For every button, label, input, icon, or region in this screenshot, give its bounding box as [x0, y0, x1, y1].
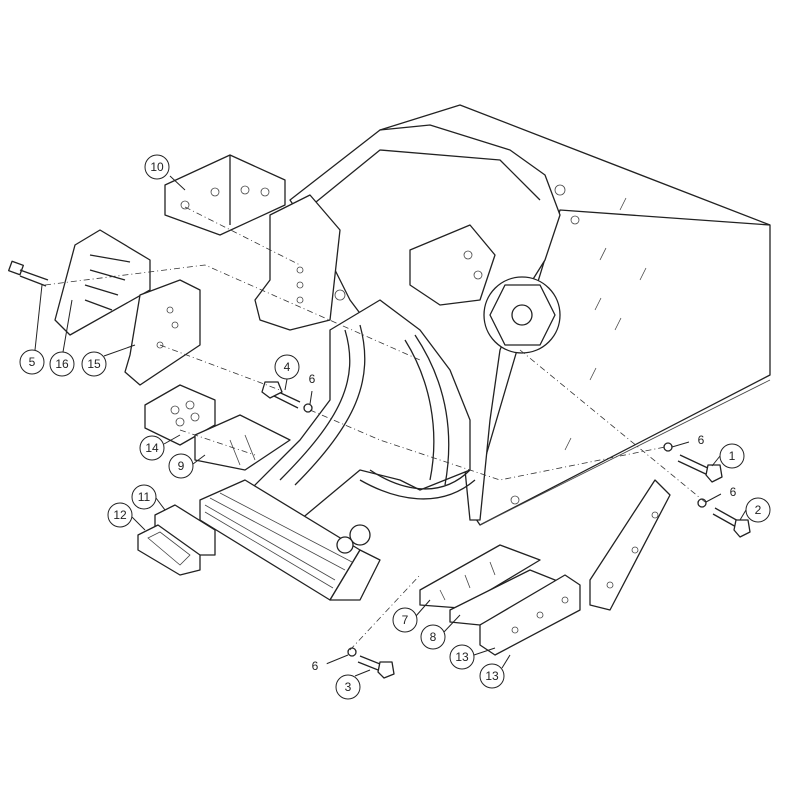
callout-circle	[144, 154, 170, 180]
callout-circle	[303, 654, 327, 678]
callout-6: 6	[300, 367, 324, 391]
callout-label: 6	[312, 659, 319, 673]
callout-10: 10	[144, 154, 170, 180]
part-16-plate	[54, 229, 151, 336]
callout-6: 6	[689, 428, 713, 452]
callout-label: 13	[485, 669, 499, 683]
callout-12: 12	[107, 502, 133, 528]
callout-label: 11	[138, 490, 151, 504]
callout-16: 16	[49, 351, 75, 377]
part-9-liner	[194, 414, 291, 471]
callout-circle	[300, 367, 324, 391]
callout-label: 12	[113, 508, 127, 522]
callout-label: 6	[698, 433, 705, 447]
part-14-block	[144, 384, 216, 446]
part-7-liner	[419, 544, 541, 609]
callout-circle	[139, 435, 165, 461]
callout-7: 7	[392, 607, 418, 633]
callout-circle	[131, 484, 157, 510]
callout-4: 4	[274, 354, 300, 380]
callout-3: 3	[335, 674, 361, 700]
main-housing	[254, 104, 771, 526]
callout-circle	[107, 502, 133, 528]
callout-circle	[420, 624, 446, 650]
callout-6: 6	[303, 654, 327, 678]
part-13-bar-b	[589, 479, 671, 611]
callout-circle	[81, 351, 107, 377]
callout-label: 6	[309, 372, 316, 386]
callout-circle	[392, 607, 418, 633]
callout-circle	[449, 644, 475, 670]
callout-label: 2	[755, 503, 762, 517]
callout-6: 6	[721, 480, 745, 504]
callout-5: 5	[19, 349, 45, 375]
callout-label: 6	[730, 485, 737, 499]
callout-1: 1	[719, 443, 745, 469]
part-15-block	[124, 279, 201, 386]
callout-9: 9	[168, 453, 194, 479]
callout-2: 2	[745, 497, 771, 523]
callout-13: 13	[479, 663, 505, 689]
callout-15: 15	[81, 351, 107, 377]
callout-circle	[745, 497, 771, 523]
callout-label: 13	[455, 650, 469, 664]
callout-label: 9	[178, 459, 185, 473]
callout-label: 5	[29, 355, 36, 369]
callout-label: 7	[402, 613, 409, 627]
callout-label: 4	[284, 360, 291, 374]
callout-label: 15	[87, 357, 101, 371]
callout-circle	[335, 674, 361, 700]
callout-11: 11	[131, 484, 157, 510]
part-12-gasket	[137, 524, 201, 576]
callout-circle	[479, 663, 505, 689]
callout-circle	[49, 351, 75, 377]
callout-label: 14	[145, 441, 159, 455]
feed-chute	[239, 299, 476, 521]
callout-8: 8	[420, 624, 446, 650]
callout-label: 8	[430, 630, 437, 644]
callout-13: 13	[449, 644, 475, 670]
callout-circle	[689, 428, 713, 452]
callout-label: 16	[55, 357, 69, 371]
part-10-bracket	[164, 154, 286, 236]
grate-block	[199, 479, 381, 601]
part-5-bolt	[8, 260, 49, 287]
callout-circle	[721, 480, 745, 504]
assembly-lines	[44, 206, 706, 651]
callout-label: 1	[729, 449, 736, 463]
callout-14: 14	[139, 435, 165, 461]
callout-label: 10	[150, 160, 164, 174]
callout-circle	[19, 349, 45, 375]
callout-circle	[274, 354, 300, 380]
callout-circle	[719, 443, 745, 469]
part-13-bar-a	[479, 574, 581, 656]
leader-lines	[34, 175, 747, 677]
callout-circle	[168, 453, 194, 479]
callout-label: 3	[345, 680, 352, 694]
